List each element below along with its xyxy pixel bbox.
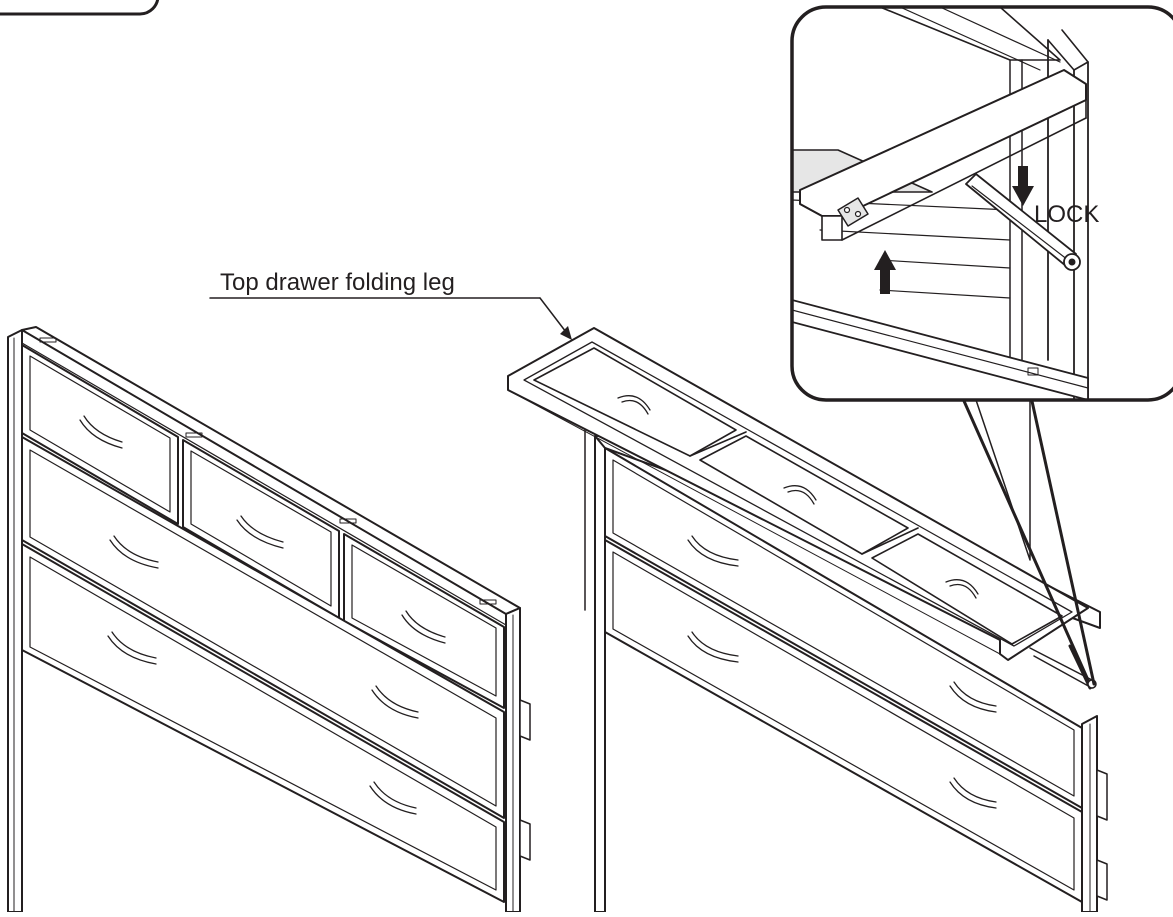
dresser-left-post <box>7 329 23 913</box>
bottom-drawer <box>21 543 505 903</box>
callout-label-group: Top drawer folding leg <box>209 269 572 340</box>
lock-label: LOCK <box>1034 201 1099 228</box>
lock-detail-callout <box>790 5 1173 402</box>
hinge-plate <box>837 197 869 227</box>
callout-arrowhead-icon <box>560 326 572 340</box>
dresser-open <box>507 327 1108 913</box>
top-drawer-tray <box>507 327 1089 661</box>
bottom-drawer <box>604 539 1083 903</box>
middle-drawer <box>604 447 1083 809</box>
drawer-handle <box>79 419 123 449</box>
dresser-right-post <box>505 607 531 913</box>
dresser-closed <box>7 326 531 913</box>
callout-leader <box>539 297 567 333</box>
folding-leg-arm <box>965 173 1081 271</box>
top-right-drawer <box>343 533 505 709</box>
down-arrow-icon <box>1012 166 1034 206</box>
callout-label: Top drawer folding leg <box>220 269 455 296</box>
middle-drawer <box>21 436 505 819</box>
folding-leg <box>1029 644 1097 690</box>
step-badge <box>0 0 160 16</box>
dresser-left-post <box>594 431 606 913</box>
top-left-drawer <box>21 344 179 525</box>
up-arrow-icon <box>874 250 896 294</box>
